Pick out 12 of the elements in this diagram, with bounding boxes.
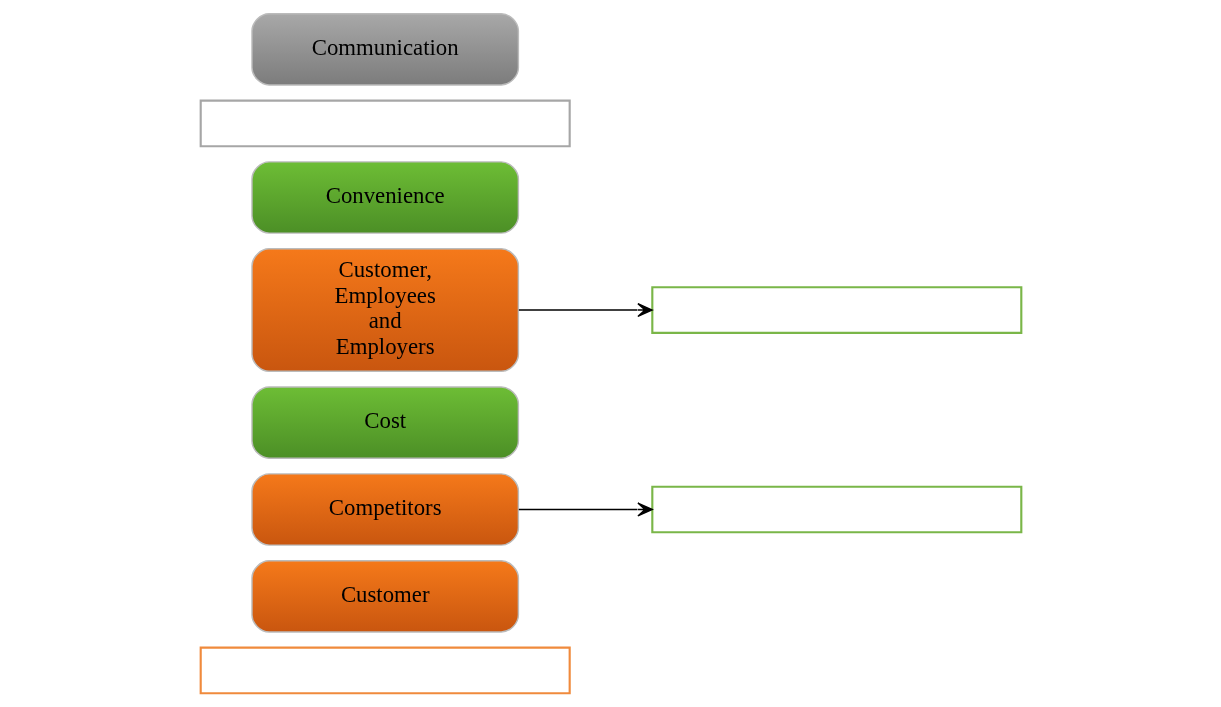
- node-box: Cost: [250, 386, 519, 459]
- node-box: [650, 286, 1022, 334]
- node-box: Customer, Employees and Employers: [250, 248, 519, 372]
- node-box: [199, 99, 571, 148]
- arrow: [517, 302, 653, 318]
- node-box: Customer: [250, 560, 519, 633]
- node-box: [199, 646, 571, 695]
- node-box: [650, 485, 1022, 534]
- node-box: Competitors: [250, 473, 519, 546]
- node-box: Communication: [250, 13, 519, 86]
- arrow: [517, 502, 653, 517]
- node-box: Convenience: [250, 161, 519, 234]
